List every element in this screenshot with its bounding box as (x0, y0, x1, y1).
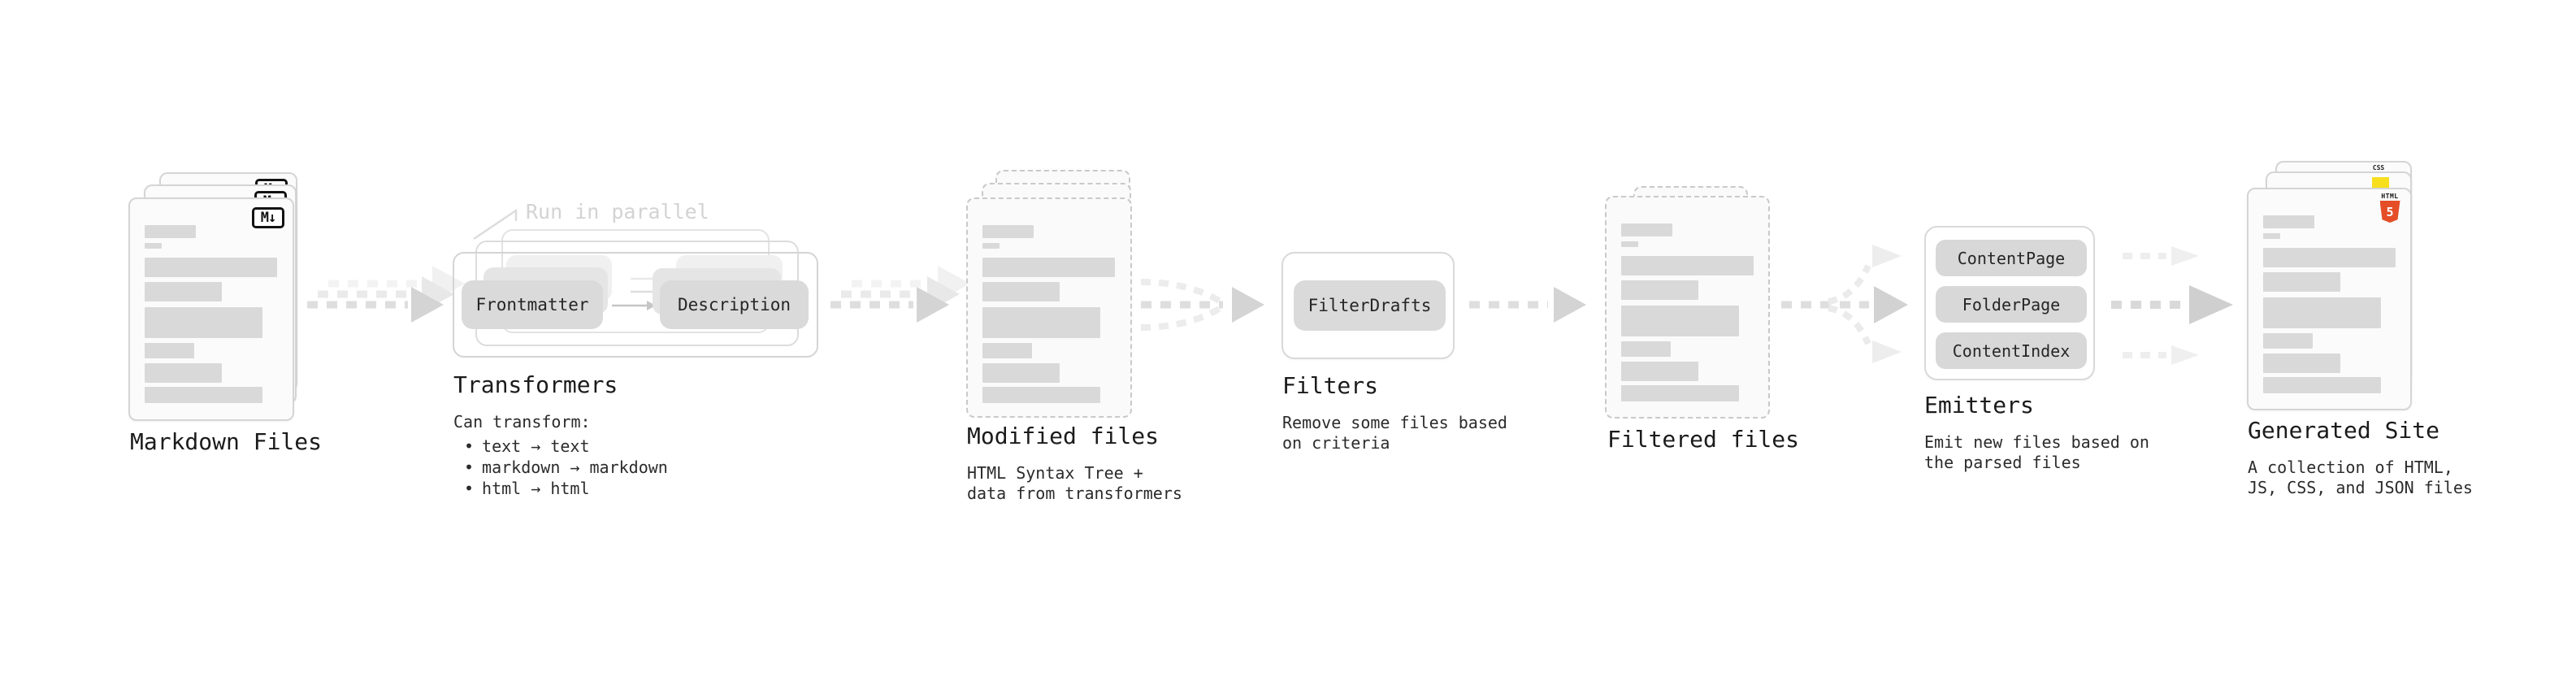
markdown-icon: M↓ (252, 207, 284, 228)
stage-description: A collection of HTML, JS, CSS, and JSON … (2248, 458, 2473, 497)
text-line-placeholder (982, 343, 1032, 358)
bullet-text: text → text (482, 436, 590, 456)
arrow-transformers-to-modified (830, 266, 970, 323)
generated-doc-html: HTML 5 (2247, 188, 2412, 410)
bullet-item: • markdown → markdown (453, 457, 668, 478)
text-line-placeholder (982, 307, 1100, 338)
markdown-doc-front: M↓ (128, 197, 294, 421)
text-line-placeholder (982, 225, 1034, 238)
stage-description: Emit new files based on the parsed files (1924, 432, 2149, 472)
text-line-placeholder (2263, 333, 2313, 349)
modified-doc-front (966, 197, 1132, 418)
text-line-placeholder (1621, 362, 1698, 381)
text-line-placeholder (2263, 233, 2280, 239)
description-pill: Description (660, 280, 809, 329)
transformers-caption: Transformers Can transform: • text → tex… (453, 373, 668, 499)
contentindex-pill: ContentIndex (1936, 332, 2087, 369)
markdown-files-caption: Markdown Files (130, 430, 322, 454)
text-line-placeholder (982, 282, 1060, 301)
contentpage-pill: ContentPage (1936, 240, 2087, 276)
text-line-placeholder (145, 282, 222, 301)
stage-title: Filters (1282, 372, 1379, 399)
stage-label: Filtered files (1607, 426, 1800, 453)
text-line-placeholder (1621, 385, 1739, 401)
folderpage-pill: FolderPage (1936, 286, 2087, 323)
stage-title: Transformers (453, 371, 618, 398)
bullet-glyph: • (464, 458, 475, 477)
text-line-placeholder (982, 387, 1100, 403)
transform-bullet-list: • text → text • markdown → markdown • ht… (453, 436, 668, 499)
filtered-doc-front (1605, 196, 1770, 419)
text-line-placeholder (145, 225, 196, 238)
text-line-placeholder (1621, 306, 1739, 336)
arrow-filters-to-filtered (1469, 287, 1586, 323)
text-line-placeholder (1621, 341, 1671, 357)
generated-site-stack: CSS HTML 5 (2247, 161, 2444, 410)
text-line-placeholder (1621, 223, 1672, 236)
text-line-placeholder (1621, 241, 1638, 247)
text-line-placeholder (145, 363, 222, 383)
bullet-item: • text → text (453, 436, 668, 457)
bullet-glyph: • (464, 436, 475, 456)
text-line-placeholder (2263, 297, 2381, 328)
text-line-placeholder (145, 243, 162, 249)
stage-description: Can transform: (453, 412, 591, 432)
emitters-panel: ContentPage FolderPage ContentIndex (1924, 226, 2095, 380)
text-line-placeholder (2263, 377, 2381, 393)
markdown-files-stack: M↓ M↓ M↓ (128, 172, 325, 421)
html5-icon: HTML 5 (2378, 193, 2402, 223)
bullet-text: html → html (482, 479, 590, 498)
text-line-placeholder (145, 343, 194, 358)
stage-description: HTML Syntax Tree + data from transformer… (967, 463, 1182, 503)
text-line-placeholder (2263, 248, 2396, 267)
bullet-glyph: • (464, 479, 475, 498)
text-line-placeholder (2263, 272, 2340, 292)
text-line-placeholder (145, 387, 262, 403)
text-line-placeholder (1621, 280, 1698, 300)
stage-description: Remove some files based on criteria (1282, 413, 1507, 453)
modified-files-caption: Modified files HTML Syntax Tree + data f… (967, 424, 1182, 504)
filtered-files-stack (1605, 186, 1792, 419)
bullet-text: markdown → markdown (482, 458, 668, 477)
text-line-placeholder (1621, 256, 1754, 275)
emitters-caption: Emitters Emit new files based on the par… (1924, 393, 2149, 473)
filters-caption: Filters Remove some files based on crite… (1282, 374, 1507, 453)
generated-site-caption: Generated Site A collection of HTML, JS,… (2248, 419, 2473, 498)
transformer-layer-box-1 (453, 252, 818, 358)
text-line-placeholder (2263, 215, 2314, 228)
run-in-parallel-annotation: Run in parallel (526, 200, 709, 223)
js-icon (2372, 177, 2389, 188)
modified-files-stack (966, 170, 1161, 418)
text-line-placeholder (145, 307, 262, 338)
arrow-filtered-to-emitters-split (1781, 245, 1908, 363)
stage-title: Generated Site (2248, 417, 2440, 444)
filters-panel: FilterDrafts (1281, 252, 1455, 359)
stage-label: Markdown Files (130, 428, 323, 455)
filterdrafts-pill: FilterDrafts (1294, 280, 1446, 331)
stage-title: Modified files (967, 423, 1160, 449)
text-line-placeholder (982, 258, 1115, 277)
frontmatter-pill: Frontmatter (462, 280, 603, 329)
text-line-placeholder (145, 258, 277, 277)
text-line-placeholder (982, 243, 1000, 249)
bullet-item: • html → html (453, 478, 668, 499)
filtered-files-caption: Filtered files (1607, 427, 1799, 452)
text-line-placeholder (982, 363, 1060, 383)
arrow-emitters-to-generated (2111, 246, 2233, 365)
arrow-markdown-to-transformers (307, 266, 465, 323)
text-line-placeholder (2263, 354, 2340, 373)
stage-title: Emitters (1924, 392, 2034, 419)
